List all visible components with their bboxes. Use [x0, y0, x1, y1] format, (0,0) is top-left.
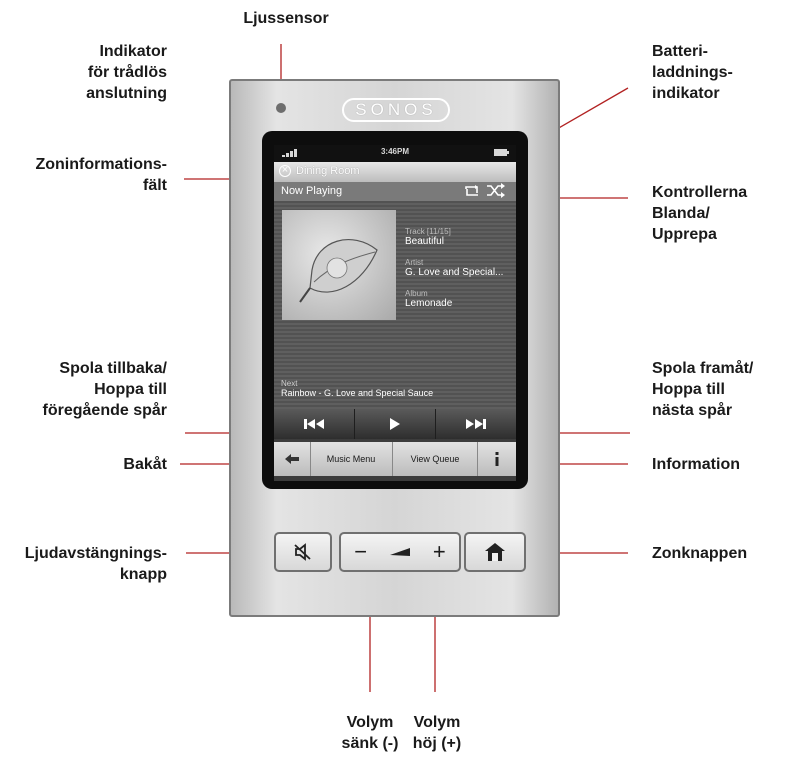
artist-value: G. Love and Special...: [405, 267, 504, 278]
transport-controls: [274, 409, 516, 439]
callout-vol-up: Volym höj (+): [412, 714, 462, 752]
track-label: Track [11/15]: [405, 227, 451, 236]
repeat-icon[interactable]: [464, 184, 480, 198]
lemon-illustration-icon: [299, 239, 378, 303]
callout-battery: Batteri- laddnings- indikator: [652, 43, 733, 102]
callout-light-sensor: Ljussensor: [243, 10, 329, 27]
volume-indicator: [380, 534, 419, 570]
battery-icon: [494, 149, 509, 156]
track-value: Beautiful: [405, 236, 444, 247]
volume-down-button[interactable]: −: [354, 539, 368, 564]
info-button[interactable]: [478, 442, 516, 476]
callout-vol-down: Volym sänk (-): [341, 714, 399, 752]
play-button[interactable]: [355, 409, 436, 439]
view-queue-button[interactable]: View Queue: [392, 442, 479, 476]
zone-close-icon[interactable]: ×: [279, 165, 291, 177]
shuffle-icon[interactable]: [486, 183, 506, 199]
wireless-signal-icon: [282, 149, 298, 157]
callout-forward: Spola framåt/ Hoppa till nästa spår: [652, 360, 754, 419]
album-value: Lemonade: [405, 298, 453, 309]
callout-shuffle-repeat: Kontrollerna Blanda/ Upprepa: [652, 184, 748, 243]
back-button[interactable]: [274, 442, 311, 476]
callout-rewind: Spola tillbaka/ Hoppa till föregående sp…: [42, 360, 167, 419]
music-menu-button[interactable]: Music Menu: [310, 442, 393, 476]
house-icon: [485, 543, 505, 561]
next-value: Rainbow - G. Love and Special Sauce: [281, 388, 434, 398]
menu-bar: Music Menu View Queue: [274, 442, 516, 476]
zone-info-bar[interactable]: × Dining Room: [274, 162, 516, 182]
callout-information: Information: [652, 456, 740, 473]
mute-button[interactable]: [274, 532, 332, 572]
next-icon: [466, 419, 486, 429]
zone-name: Dining Room: [296, 165, 360, 177]
info-icon: [495, 452, 499, 466]
album-art: [282, 210, 396, 320]
artist-label: Artist: [405, 258, 424, 267]
sonos-logo: SONOS: [342, 98, 450, 122]
next-track: Next Rainbow - G. Love and Special Sauce: [281, 379, 433, 398]
callout-back: Bakåt: [123, 456, 167, 473]
callout-zone-info: Zoninformations- fält: [35, 156, 167, 194]
callout-zone-button: Zonknappen: [652, 545, 748, 562]
light-sensor: [276, 103, 286, 113]
status-bar: 3:46PM: [274, 145, 516, 162]
artist-info: Artist G. Love and Special...: [405, 258, 503, 278]
now-playing-bar: Now Playing: [274, 182, 516, 201]
callout-wireless: Indikator för trådlös anslutning: [86, 43, 167, 102]
touch-screen: 3:46PM × Dining Room Now Playing Track […: [274, 145, 516, 481]
track-info: Track [11/15] Beautiful: [405, 227, 451, 247]
now-playing-content: Track [11/15] Beautiful Artist G. Love a…: [274, 201, 516, 409]
next-track-button[interactable]: [436, 409, 516, 439]
clock: 3:46PM: [380, 147, 409, 156]
previous-icon: [304, 419, 324, 429]
volume-wedge-icon: [389, 548, 410, 556]
now-playing-title: Now Playing: [281, 185, 343, 197]
zone-button[interactable]: [464, 532, 526, 572]
mute-icon: [294, 543, 311, 561]
album-info: Album Lemonade: [405, 289, 452, 309]
next-label: Next: [281, 379, 298, 388]
volume-up-button[interactable]: +: [432, 539, 446, 564]
callout-mute: Ljudavstängnings- knapp: [24, 545, 167, 583]
volume-controls: − +: [339, 532, 461, 572]
album-label: Album: [405, 289, 428, 298]
back-arrow-icon: [284, 454, 299, 464]
previous-track-button[interactable]: [274, 409, 355, 439]
play-icon: [390, 418, 400, 430]
